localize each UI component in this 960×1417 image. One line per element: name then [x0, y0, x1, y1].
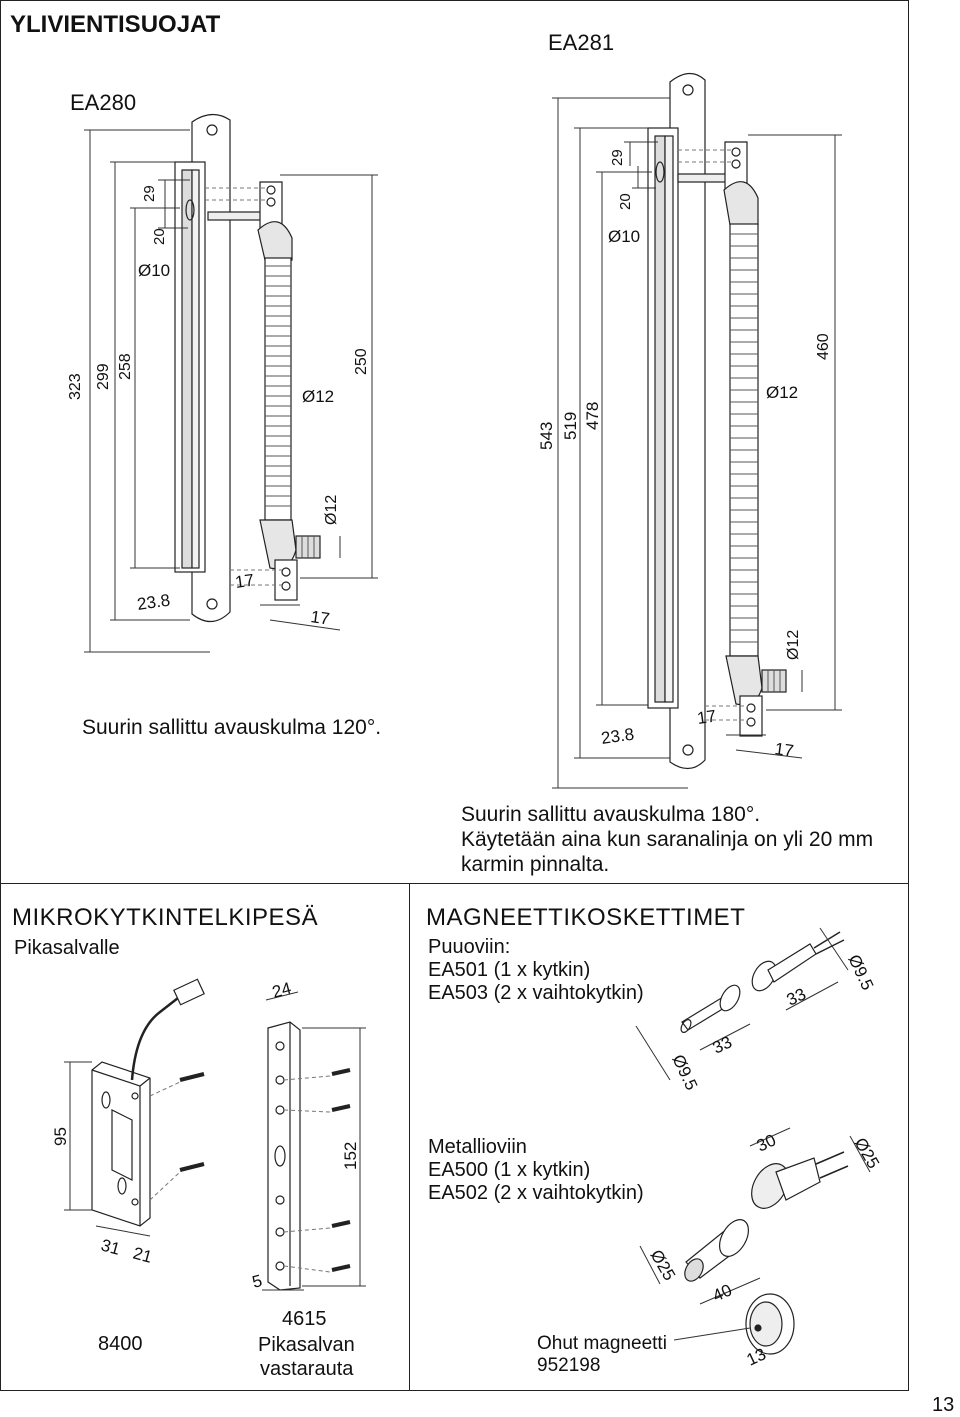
ea281-dim-phi10: Ø10: [608, 227, 640, 246]
ea281-dim-519: 519: [561, 412, 580, 440]
microswitch-drawing: 95 31 21 24 152 5: [51, 978, 366, 1292]
ea280-dim-phi10: Ø10: [138, 261, 170, 280]
ea281-dim-phi12b: Ø12: [785, 630, 802, 660]
ea280-dim-29: 29: [141, 185, 158, 202]
ea281-dim-478: 478: [583, 402, 602, 430]
thin-magnet-label: Ohut magneetti: [537, 1333, 667, 1354]
ea281-dim-20: 20: [617, 193, 634, 210]
ea280-dim-17a: 17: [234, 571, 255, 592]
ea281-dim-17a: 17: [696, 707, 717, 728]
wood-door-line-1: EA501 (1 x kytkin): [428, 959, 591, 981]
wood-door-line-2: EA503 (2 x vaihtokytkin): [428, 982, 644, 1004]
ea280-dim-23-8: 23.8: [136, 591, 171, 614]
microswitch-title: MIKROKYTKINTELKIPESÄ: [12, 904, 319, 931]
ea280-dim-299: 299: [95, 363, 112, 390]
wood-door-heading: Puuoviin:: [428, 936, 511, 958]
code-4615: 4615: [282, 1308, 327, 1330]
ea281-dim-460: 460: [815, 333, 832, 360]
model-label-ea281: EA281: [548, 30, 615, 55]
ea281-dim-phi12a: Ø12: [766, 383, 798, 402]
ea280-dim-20: 20: [151, 228, 168, 245]
ea280-dim-phi12b: Ø12: [323, 495, 340, 525]
dim-95: 95: [51, 1127, 70, 1146]
dim-40: 40: [710, 1280, 735, 1305]
dim-31: 31: [99, 1236, 122, 1259]
bottom-right-frame: [409, 883, 909, 1391]
ea281-dim-17b: 17: [773, 739, 794, 760]
ea281-dim-543: 543: [537, 422, 556, 450]
dim-152: 152: [341, 1142, 360, 1170]
dim-phi25-b: Ø25: [647, 1247, 680, 1284]
page-number: 13: [932, 1394, 955, 1416]
dim-phi25-a: Ø25: [851, 1135, 884, 1172]
dim-33-b: 33: [710, 1032, 735, 1057]
dim-phi9-5-b: Ø9.5: [668, 1052, 701, 1093]
magnetic-contacts-title: MAGNEETTIKOSKETTIMET: [426, 904, 746, 931]
ea281-dim-29: 29: [609, 149, 626, 166]
metal-door-heading: Metallioviin: [428, 1136, 527, 1158]
model-label-ea280: EA280: [70, 90, 137, 115]
ea280-dim-17b: 17: [309, 607, 330, 628]
ea281-dim-23-8: 23.8: [600, 725, 635, 748]
code-8400: 8400: [98, 1333, 143, 1355]
magnetic-contacts-drawing: Ø9.5 33 33 Ø9.5 30 Ø25 Ø25 40 13: [635, 927, 884, 1370]
dim-phi9-5-a: Ø9.5: [844, 952, 877, 993]
ea281-note-line-3: karmin pinnalta.: [461, 853, 610, 876]
dim-24: 24: [270, 979, 293, 1002]
metal-door-line-2: EA502 (2 x vaihtokytkin): [428, 1182, 644, 1204]
ea281-note-line-1: Suurin sallittu avauskulma 180°.: [461, 803, 761, 826]
metal-door-line-1: EA500 (1 x kytkin): [428, 1159, 591, 1181]
ea280-note: Suurin sallittu avauskulma 120°.: [82, 716, 382, 739]
ea280-dim-250: 250: [353, 348, 370, 375]
dim-21: 21: [131, 1244, 154, 1267]
ea280-drawing: 323 299 258 29 20 Ø10 250 Ø12 Ø12 23.8 1…: [67, 113, 378, 653]
dim-5: 5: [250, 1271, 264, 1292]
dim-33-a: 33: [784, 984, 809, 1009]
section-title: YLIVIENTISUOJAT: [10, 11, 221, 38]
microswitch-subtitle: Pikasalvalle: [14, 937, 120, 959]
ea281-drawing: 543 519 478 29 20 Ø10 460 Ø12 Ø12 23.8 1…: [537, 72, 842, 789]
ea280-dim-phi12a: Ø12: [302, 387, 334, 406]
ea280-dim-258: 258: [117, 353, 134, 380]
ea281-note-line-2: Käytetään aina kun saranalinja on yli 20…: [461, 828, 874, 851]
ea280-dim-323: 323: [67, 373, 84, 400]
caption-4615-line-2: vastarauta: [260, 1358, 354, 1380]
caption-4615-line-1: Pikasalvan: [258, 1334, 355, 1356]
thin-magnet-code: 952198: [537, 1355, 601, 1376]
